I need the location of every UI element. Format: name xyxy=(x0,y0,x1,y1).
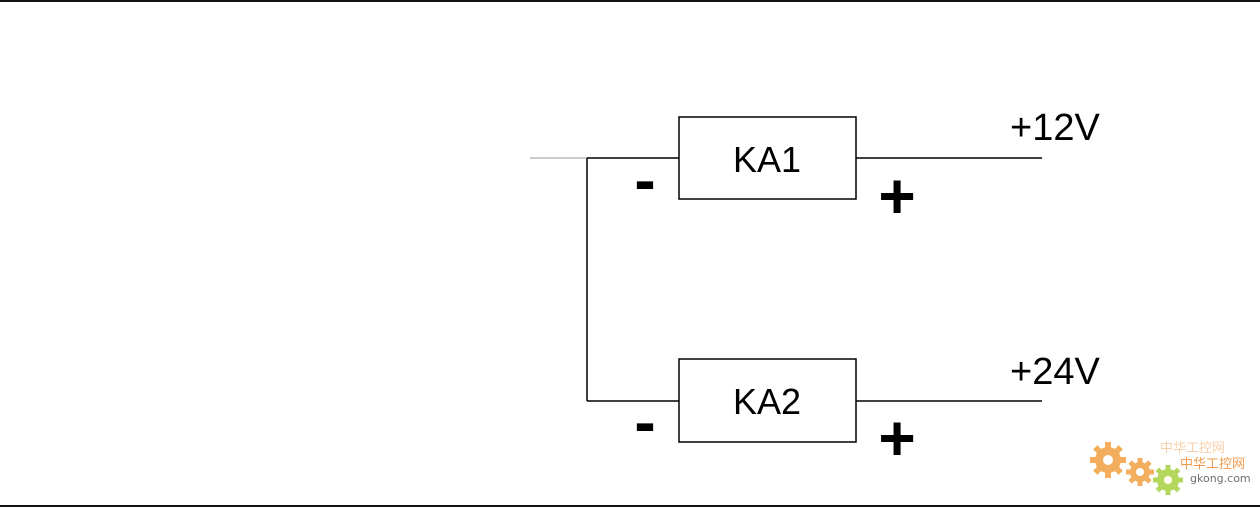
relay-ka2-minus: - xyxy=(634,386,655,458)
relay-ka1-minus: - xyxy=(634,144,655,216)
relay-ka2-label: KA2 xyxy=(733,381,801,422)
watermark-line1: 中华工控网 xyxy=(1160,441,1225,456)
relay-ka2-box xyxy=(678,358,857,443)
relay-ka1-box xyxy=(678,116,857,200)
gear-green-icon xyxy=(1153,465,1183,495)
relay-ka2-plus: + xyxy=(878,402,915,474)
watermark-line2: 中华工控网 xyxy=(1180,457,1245,472)
gear-small-icon xyxy=(1126,458,1154,486)
relay-ka1-voltage: +12V xyxy=(1010,107,1100,149)
gear-orange-icon xyxy=(1090,442,1126,478)
relay-ka1-label: KA1 xyxy=(733,139,801,180)
watermark-logo: 中华工控网 中华工控网 gkong.com xyxy=(1090,441,1251,495)
relay-ka1-plus: + xyxy=(878,160,915,232)
watermark-url: gkong.com xyxy=(1190,472,1251,485)
relay-ka2-voltage: +24V xyxy=(1010,351,1100,393)
